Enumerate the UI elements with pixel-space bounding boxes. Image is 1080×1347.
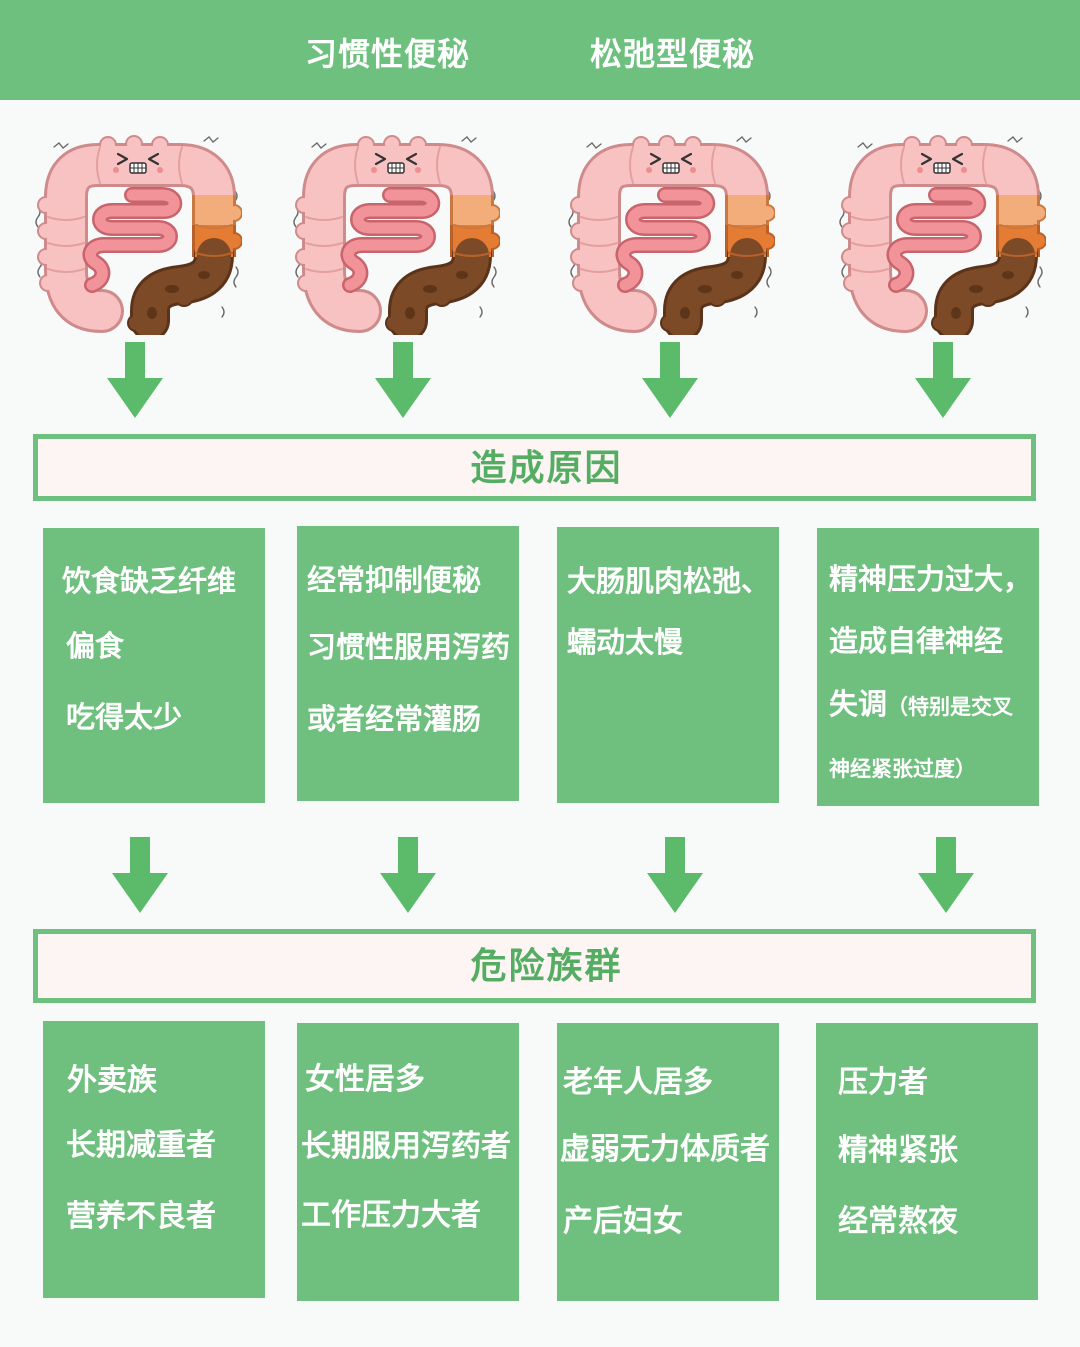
- arrow-down-icon: [107, 342, 163, 418]
- constipated-colon-icon: [836, 135, 1046, 335]
- arrow-down-icon: [918, 837, 974, 913]
- cause-card-3: 大肠肌肉松弛、 蠕动太慢: [557, 527, 779, 803]
- risk-card-3: 老年人居多 虚弱无力体质者 产后妇女: [557, 1023, 779, 1301]
- risk-card-4-line: 精神紧张: [838, 1134, 958, 1167]
- risk-card-4-line: 经常熬夜: [838, 1205, 958, 1238]
- constipated-colon-icon: [32, 135, 242, 335]
- cause-card-4-line: 失调（特别是交叉: [829, 688, 1013, 722]
- risk-card-1: 外卖族 长期减重者 营养不良者: [43, 1021, 265, 1298]
- cause-card-2-line: 习惯性服用泻药: [307, 632, 511, 664]
- arrow-down-icon: [112, 837, 168, 913]
- constipated-colon-icon: [290, 135, 500, 335]
- risk-card-2-line: 工作压力大者: [301, 1199, 481, 1232]
- arrow-down-icon: [642, 342, 698, 418]
- arrow-down-icon: [915, 342, 971, 418]
- header-label-atonic: 松弛型便秘: [590, 36, 756, 72]
- cause-card-4: 精神压力过大， 造成自律神经 失调（特别是交叉 神经紧张过度）: [817, 528, 1039, 806]
- risk-card-3-line: 产后妇女: [563, 1205, 683, 1238]
- cause-card-4-note: 神经紧张过度）: [829, 758, 976, 781]
- header-bar: 习惯性便秘 松弛型便秘: [0, 0, 1080, 100]
- cause-card-2-line: 或者经常灌肠: [307, 704, 482, 736]
- section-title-causes: 造成原因: [470, 446, 623, 488]
- arrow-down-icon: [375, 342, 431, 418]
- risk-card-1-line: 长期减重者: [66, 1129, 216, 1162]
- risk-card-4: 压力者 精神紧张 经常熬夜: [816, 1023, 1038, 1300]
- cause-card-3-line: 蠕动太慢: [567, 627, 684, 659]
- risk-card-1-line: 营养不良者: [66, 1200, 216, 1233]
- risk-card-3-line: 虚弱无力体质者: [560, 1133, 770, 1166]
- header-label-habitual: 习惯性便秘: [305, 36, 471, 72]
- cause-card-3-line: 大肠肌肉松弛、: [567, 566, 771, 598]
- section-banner-risk-groups: 危险族群: [33, 929, 1036, 1003]
- arrow-down-icon: [647, 837, 703, 913]
- risk-card-2-line: 女性居多: [305, 1063, 425, 1096]
- risk-card-1-line: 外卖族: [67, 1064, 157, 1097]
- risk-card-3-line: 老年人居多: [563, 1066, 713, 1099]
- risk-card-2-line: 长期服用泻药者: [301, 1130, 511, 1163]
- cause-card-2: 经常抑制便秘 习惯性服用泻药 或者经常灌肠: [297, 526, 519, 801]
- cause-card-1-line: 吃得太少: [66, 702, 183, 734]
- cause-card-4-line: 造成自律神经: [829, 626, 1004, 658]
- cause-card-1: 饮食缺乏纤维 偏食 吃得太少: [43, 528, 265, 803]
- arrow-down-icon: [380, 837, 436, 913]
- risk-card-2: 女性居多 长期服用泻药者 工作压力大者: [297, 1023, 519, 1301]
- risk-card-4-line: 压力者: [838, 1066, 928, 1099]
- cause-card-4-line: 精神压力过大，: [829, 564, 1033, 596]
- section-banner-causes: 造成原因: [33, 434, 1036, 501]
- cause-card-2-line: 经常抑制便秘: [307, 565, 482, 597]
- cause-card-4-line-main: 失调: [829, 689, 888, 721]
- constipated-colon-icon: [565, 135, 775, 335]
- cause-card-1-line: 饮食缺乏纤维: [62, 566, 237, 598]
- cause-card-4-note: （特别是交叉: [887, 696, 1014, 719]
- cause-card-1-line: 偏食: [66, 631, 125, 663]
- section-title-risk-groups: 危险族群: [470, 945, 623, 986]
